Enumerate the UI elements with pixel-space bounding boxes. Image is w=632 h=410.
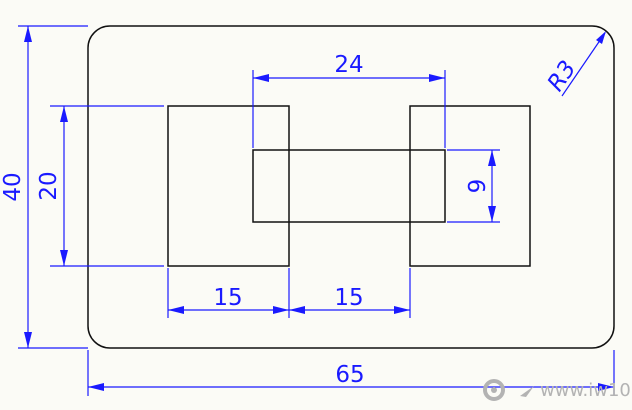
bar-height-label: 9 [465, 179, 491, 194]
dim-center-width: 24 [252, 52, 446, 148]
arrow-right [598, 383, 614, 391]
dim-overall-width: 65 [87, 350, 615, 396]
watermark: www.iw100.cn [483, 379, 632, 401]
arrow-left [88, 383, 104, 391]
overall-width-label: 65 [335, 362, 364, 388]
watermark-text: www.iw100.cn [540, 380, 632, 401]
part-geometry [87, 25, 615, 349]
left-block [167, 105, 290, 267]
arrow-down [60, 250, 68, 266]
leaf-icon [520, 386, 534, 397]
arrow-right [394, 306, 410, 314]
corner-radius-label: R3 [543, 56, 582, 96]
arrow-up [24, 26, 32, 42]
dim-corner-radius: R3 [543, 31, 606, 97]
arrow-up [60, 106, 68, 122]
arrow-right [429, 74, 445, 82]
arrow-left [253, 74, 269, 82]
arrow-down [24, 332, 32, 348]
arrow-left [289, 306, 305, 314]
gap-width-label: 15 [334, 285, 363, 311]
dim-bottom-widths: 15 15 [167, 268, 411, 318]
overall-height-label: 40 [0, 172, 26, 201]
arrow-corner [596, 31, 606, 44]
center-width-label: 24 [334, 52, 363, 78]
arrow-down [488, 206, 496, 222]
dim-bar-height: 9 [447, 149, 500, 223]
center-bar [252, 149, 446, 223]
outer-rounded-rectangle [87, 25, 615, 349]
gear-icon [483, 379, 505, 401]
arrow-right [273, 306, 289, 314]
arrow-up [488, 150, 496, 166]
slot-height-label: 20 [36, 171, 62, 200]
arrow-left [168, 306, 184, 314]
left-block-width-label: 15 [213, 285, 242, 311]
dim-slot-height: 20 [36, 105, 164, 267]
gear-center [491, 387, 497, 393]
right-block [409, 105, 531, 267]
dim-overall-height: 40 [0, 25, 88, 349]
